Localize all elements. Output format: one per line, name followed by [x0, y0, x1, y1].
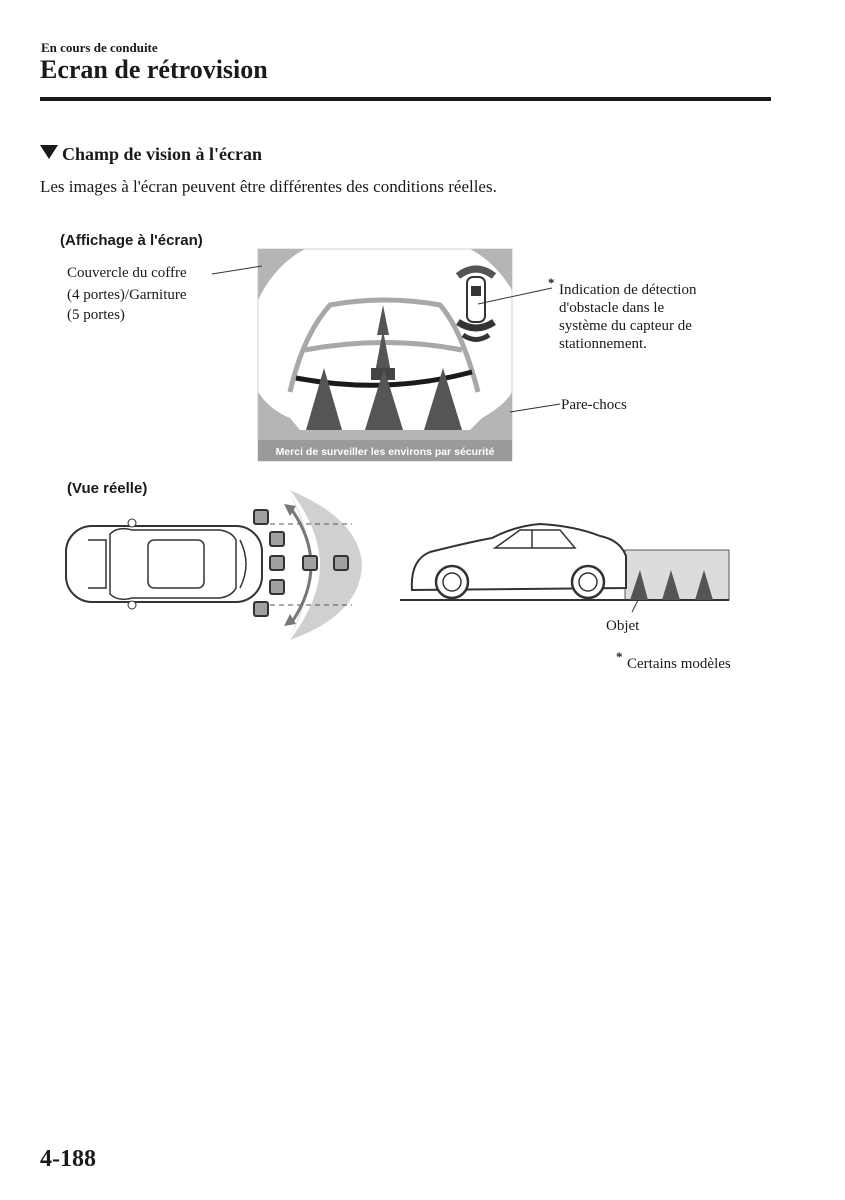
car-top-view: [65, 518, 263, 610]
callout-sensor-line-2: d'obstacle dans le: [559, 300, 665, 316]
intro-paragraph: Les images à l'écran peuvent être différ…: [40, 177, 497, 196]
triangle-down-icon: [40, 145, 58, 159]
leader-object: [631, 599, 639, 613]
callout-sensor-line-3: système du capteur de: [559, 318, 692, 334]
section-heading-text: Champ de vision à l'écran: [62, 144, 263, 164]
leader-bumper: [509, 403, 561, 413]
trunk-lid-corner-right: [470, 249, 512, 290]
section-heading: Champ de vision à l'écran: [40, 144, 262, 165]
chapter-label: En cours de conduite: [41, 40, 158, 55]
page-title: Ecran de rétrovision: [40, 55, 268, 84]
top-view-diagram: [65, 490, 362, 640]
car-side-view: [410, 522, 627, 600]
footnote-text: Certains modèles: [627, 656, 731, 672]
callout-trunk-line-3: (5 portes): [67, 307, 125, 323]
callout-sensor-line-1: Indication de détection: [559, 282, 697, 298]
leader-sensor: [477, 287, 553, 305]
page-number: 4-188: [40, 1146, 96, 1172]
callout-bumper: Pare-chocs: [561, 397, 627, 413]
leader-trunk: [211, 265, 263, 275]
cones-on-screen: [306, 305, 462, 430]
callout-object: Objet: [606, 618, 640, 634]
screen-message: Merci de surveiller les environs par séc…: [276, 446, 495, 458]
sensor-blocks: [253, 509, 349, 617]
callout-trunk-line-2: (4 portes)/Garniture: [67, 287, 187, 303]
trunk-lid-corner: [258, 249, 305, 300]
screen-caption: (Affichage à l'écran): [60, 232, 203, 249]
callout-sensor-line-4: stationnement.: [559, 336, 647, 352]
real-view-caption: (Vue réelle): [67, 480, 148, 497]
side-view-diagram: [400, 522, 730, 613]
title-rule: [40, 97, 771, 101]
callout-trunk-line-1: Couvercle du coffre: [67, 265, 187, 281]
guide-line-outer: [287, 297, 481, 393]
message-bar: [258, 440, 512, 461]
camera-screen: Merci de surveiller les environs par séc…: [257, 248, 513, 462]
asterisk-mark: *: [548, 275, 555, 290]
footnote-asterisk: *: [616, 649, 623, 664]
parking-sensor-indicator: [455, 265, 497, 342]
cones-side-view: [630, 570, 713, 600]
